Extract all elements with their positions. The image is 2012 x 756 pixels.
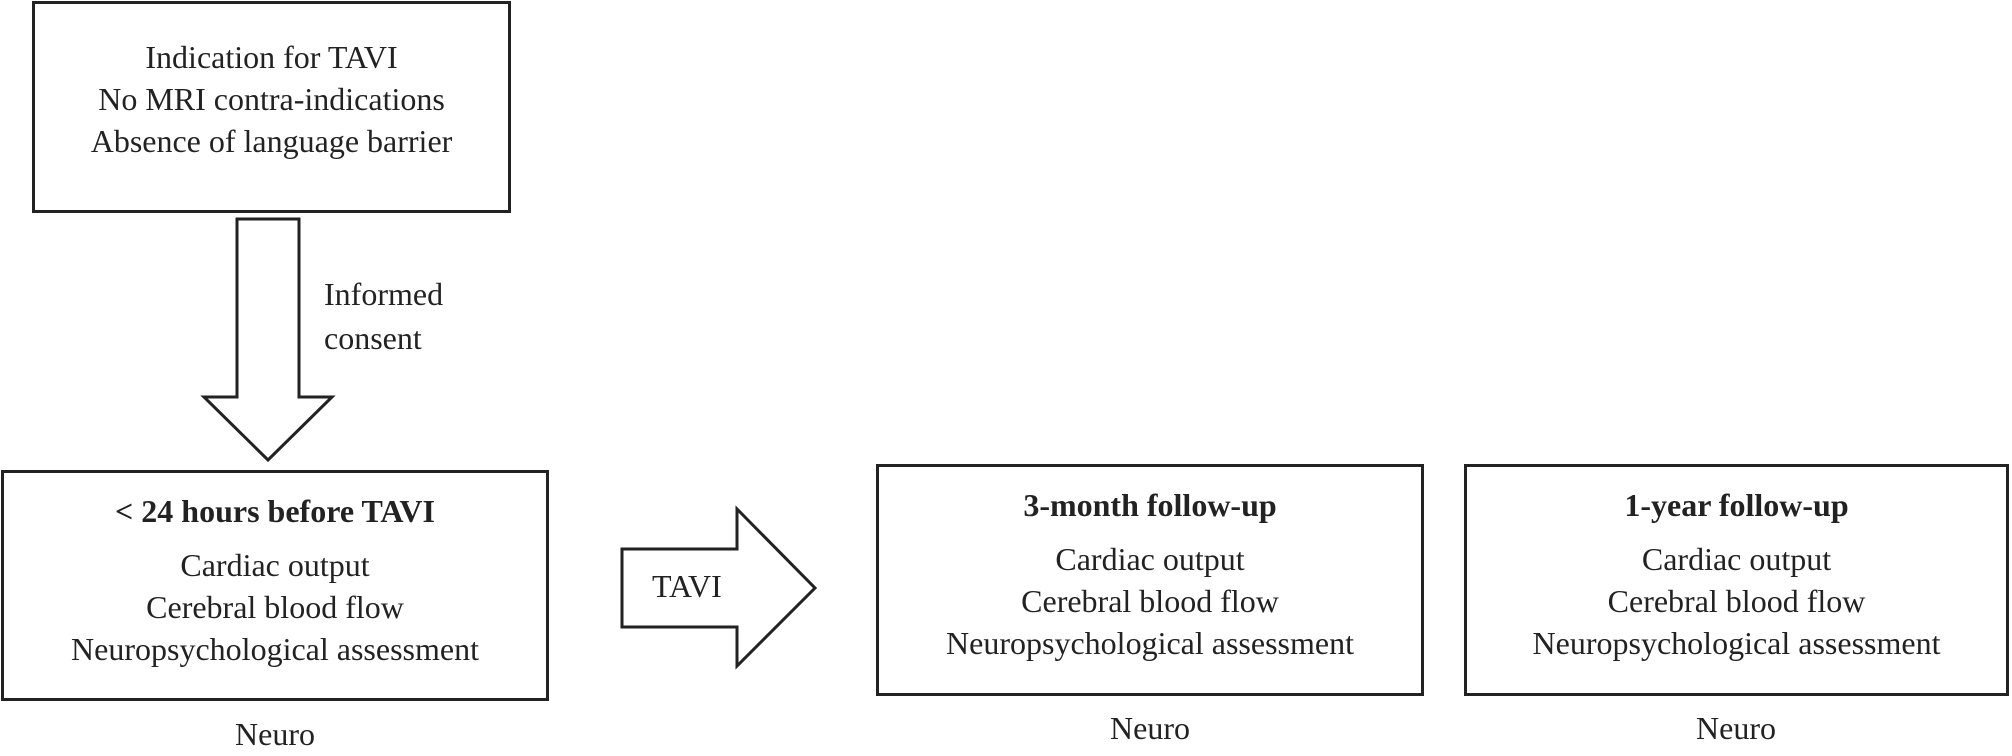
measurement-item: Neuropsychological assessment bbox=[1532, 625, 1941, 661]
inclusion-line-3: Absence of language barrier bbox=[90, 123, 453, 159]
one-year-followup-box: 1-year follow-up Cardiac output Cerebral… bbox=[1464, 464, 2009, 696]
stage-title: 3-month follow-up bbox=[1023, 487, 1277, 523]
stage-title: < 24 hours before TAVI bbox=[115, 493, 435, 529]
measurement-item: Cardiac output bbox=[180, 547, 370, 583]
inclusion-criteria-box: Indication for TAVI No MRI contra-indica… bbox=[32, 1, 511, 213]
one-year-neuro-label: Neuro bbox=[1696, 710, 1776, 746]
tavi-right-arrow bbox=[620, 505, 818, 670]
measurement-item: Neuropsychological assessment bbox=[71, 631, 479, 667]
tavi-procedure-label: TAVI bbox=[652, 568, 722, 604]
measurement-item: Neuropsychological assessment bbox=[946, 625, 1354, 661]
measurement-item: Cardiac output bbox=[1641, 541, 1832, 577]
consent-label-line-2: consent bbox=[324, 320, 422, 356]
measurement-item: Cerebral blood flow bbox=[1607, 583, 1866, 619]
three-month-followup-box: 3-month follow-up Cardiac output Cerebra… bbox=[876, 464, 1424, 696]
inclusion-line-1: Indication for TAVI bbox=[145, 39, 398, 75]
informed-consent-label: Informed consent bbox=[324, 272, 443, 360]
baseline-stage-box: < 24 hours before TAVI Cardiac output Ce… bbox=[1, 470, 549, 701]
stage-measurements: Cardiac output Cerebral blood flow Neuro… bbox=[1467, 538, 2006, 664]
measurement-item: Cerebral blood flow bbox=[146, 589, 404, 625]
consent-label-line-1: Informed bbox=[324, 276, 444, 312]
consent-down-arrow bbox=[200, 217, 336, 463]
measurement-item: Cerebral blood flow bbox=[1021, 583, 1279, 619]
stage-title: 1-year follow-up bbox=[1624, 487, 1849, 523]
baseline-neuro-label: Neuro bbox=[235, 716, 315, 752]
inclusion-line-2: No MRI contra-indications bbox=[98, 81, 445, 117]
measurement-item: Cardiac output bbox=[1055, 541, 1245, 577]
three-month-neuro-label: Neuro bbox=[1110, 710, 1190, 746]
stage-measurements: Cardiac output Cerebral blood flow Neuro… bbox=[879, 538, 1421, 664]
stage-measurements: Cardiac output Cerebral blood flow Neuro… bbox=[4, 544, 546, 670]
